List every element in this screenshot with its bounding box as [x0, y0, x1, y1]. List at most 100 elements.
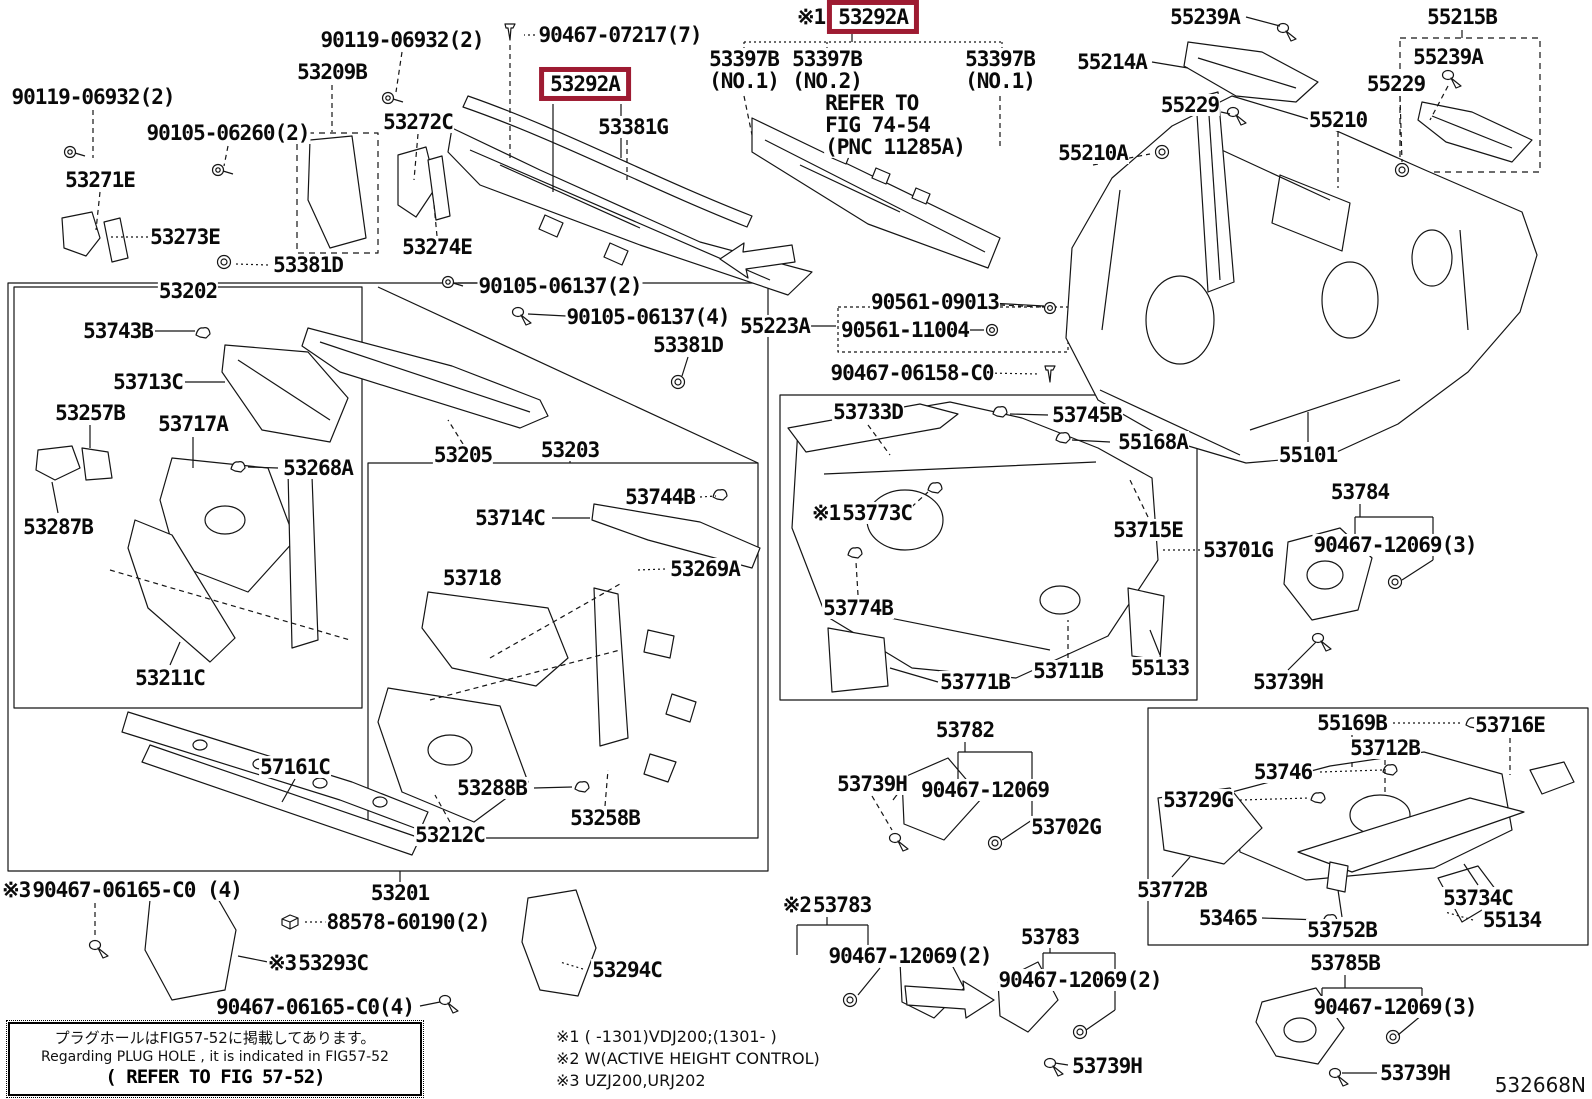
part-label-53205[interactable]: 53205 — [432, 442, 493, 467]
part-label-53209B[interactable]: 53209B — [296, 59, 368, 84]
part-label-57161C[interactable]: 57161C — [259, 754, 331, 779]
part-label-53717A[interactable]: 53717A — [157, 411, 229, 436]
part-label-90561-11004[interactable]: 90561-11004 — [839, 317, 970, 342]
part-label-55168A[interactable]: 55168A — [1117, 429, 1189, 454]
part-label-53744B[interactable]: 53744B — [624, 484, 696, 509]
part-label-53701G[interactable]: 53701G — [1202, 537, 1274, 562]
part-label-53734C[interactable]: 53734C — [1442, 885, 1514, 910]
part-label-53715E[interactable]: 53715E — [1112, 517, 1184, 542]
part-label-55215B[interactable]: 55215B — [1426, 4, 1498, 29]
part-label-90467-12069(2)[interactable]: 90467-12069(2) — [827, 943, 993, 968]
part-label-53465[interactable]: 53465 — [1197, 905, 1258, 930]
part-label-53381D[interactable]: 53381D — [272, 252, 344, 277]
part-label-53733D[interactable]: 53733D — [832, 399, 904, 424]
part-label-88578-60190(2)[interactable]: 88578-60190(2) — [325, 909, 491, 934]
part-label-53772B[interactable]: 53772B — [1136, 877, 1208, 902]
part-label-90467-12069[interactable]: 90467-12069 — [919, 777, 1050, 802]
part-label-90105-06137(4)[interactable]: 90105-06137(4) — [565, 304, 731, 329]
part-label-55239A[interactable]: 55239A — [1169, 4, 1241, 29]
note-line-jp: プラグホールはFIG57-52に掲載してあります。 — [54, 1028, 376, 1047]
part-label-53273E[interactable]: 53273E — [149, 224, 221, 249]
part-label-53739H[interactable]: 53739H — [1379, 1060, 1451, 1085]
part-label-55134[interactable]: 55134 — [1481, 907, 1542, 932]
part-label-53397B[interactable]: 53397B(NO.1) — [964, 46, 1036, 93]
part-label-53272C[interactable]: 53272C — [382, 109, 454, 134]
part-label-53269A[interactable]: 53269A — [669, 556, 741, 581]
part-label-53397B[interactable]: 53397B(NO.2) — [791, 46, 863, 93]
part-label-53784[interactable]: 53784 — [1329, 479, 1390, 504]
part-label-53712B[interactable]: 53712B — [1349, 735, 1421, 760]
part-label-55223A[interactable]: 55223A — [739, 313, 811, 338]
highlighted-part-label-53292A[interactable]: 53292A — [538, 66, 632, 102]
part-label-53739H[interactable]: 53739H — [1252, 669, 1324, 694]
part-label-53782[interactable]: 53782 — [934, 717, 995, 742]
part-label-53212C[interactable]: 53212C — [414, 822, 486, 847]
part-label-53714C[interactable]: 53714C — [474, 505, 546, 530]
part-label-53711B[interactable]: 53711B — [1032, 658, 1104, 683]
part-label-90119-06932(2)[interactable]: 90119-06932(2) — [319, 27, 485, 52]
part-label-90467-12069(3)[interactable]: 90467-12069(3) — [1312, 532, 1478, 557]
figure-code: 532668N — [1494, 1073, 1586, 1097]
part-label-55210A[interactable]: 55210A — [1057, 140, 1129, 165]
part-label-53397B[interactable]: 53397B(NO.1) — [708, 46, 780, 93]
part-label-55133[interactable]: 55133 — [1129, 655, 1190, 680]
part-label-53773C[interactable]: ※153773C — [810, 500, 914, 525]
part-label-53745B[interactable]: 53745B — [1051, 402, 1123, 427]
part-label-53201[interactable]: 53201 — [369, 880, 430, 905]
part-label-53752B[interactable]: 53752B — [1306, 917, 1378, 942]
part-label-90561-09013[interactable]: 90561-09013 — [869, 289, 1000, 314]
part-label-55101[interactable]: 55101 — [1277, 442, 1338, 467]
note-line-ref: ( REFER TO FIG 57-52) — [105, 1066, 325, 1089]
part-label-53746[interactable]: 53746 — [1252, 759, 1313, 784]
part-label-53268A[interactable]: 53268A — [282, 455, 354, 480]
part-label-53381G[interactable]: 53381G — [597, 114, 669, 139]
part-label-90105-06137(2)[interactable]: 90105-06137(2) — [477, 273, 643, 298]
part-label-90119-06932(2)[interactable]: 90119-06932(2) — [10, 84, 176, 109]
part-label-53718[interactable]: 53718 — [441, 565, 502, 590]
part-label-55214A[interactable]: 55214A — [1076, 49, 1148, 74]
part-label-53294C[interactable]: 53294C — [591, 957, 663, 982]
part-label-53211C[interactable]: 53211C — [134, 665, 206, 690]
part-label-55229[interactable]: 55229 — [1159, 92, 1220, 117]
part-label-53785B[interactable]: 53785B — [1309, 950, 1381, 975]
part-label-53293C[interactable]: ※353293C — [266, 950, 370, 975]
part-label-53716E[interactable]: 53716E — [1474, 712, 1546, 737]
part-label-90467-12069(3)[interactable]: 90467-12069(3) — [1312, 994, 1478, 1019]
part-label-90467-06165-C0(4)[interactable]: 90467-06165-C0(4) — [215, 994, 415, 1019]
part-label-90467-06165-C0 (4)[interactable]: ※390467-06165-C0 (4) — [1, 877, 243, 902]
part-label-53287B[interactable]: 53287B — [22, 514, 94, 539]
part-label-53288B[interactable]: 53288B — [456, 775, 528, 800]
part-label-90467-12069(2)[interactable]: 90467-12069(2) — [997, 967, 1163, 992]
part-label-53203[interactable]: 53203 — [539, 437, 600, 462]
part-label-53381D[interactable]: 53381D — [652, 332, 724, 357]
part-label-55229[interactable]: 55229 — [1365, 71, 1426, 96]
part-label-53258B[interactable]: 53258B — [569, 805, 641, 830]
part-label-53783[interactable]: ※253783 — [781, 892, 872, 917]
note-line-en: Regarding PLUG HOLE , it is indicated in… — [41, 1049, 389, 1066]
part-label-REFER TO[interactable]: REFER TOFIG 74-54(PNC 11285A) — [824, 90, 966, 160]
part-label-53743B[interactable]: 53743B — [82, 318, 154, 343]
part-label-53739H[interactable]: 53739H — [836, 771, 908, 796]
part-label-53783[interactable]: 53783 — [1019, 924, 1080, 949]
part-label-55239A[interactable]: 55239A — [1412, 44, 1484, 69]
part-label-53771B[interactable]: 53771B — [939, 669, 1011, 694]
part-label-90105-06260(2)[interactable]: 90105-06260(2) — [145, 120, 311, 145]
part-label-53271E[interactable]: 53271E — [64, 167, 136, 192]
part-label-53274E[interactable]: 53274E — [401, 234, 473, 259]
part-label-53713C[interactable]: 53713C — [112, 369, 184, 394]
part-label-90467-06158-C0[interactable]: 90467-06158-C0 — [829, 360, 995, 385]
part-label-90467-07217(7)[interactable]: 90467-07217(7) — [537, 22, 703, 47]
part-label-53202[interactable]: 53202 — [157, 278, 218, 303]
part-label-55210[interactable]: 55210 — [1307, 107, 1368, 132]
part-label-53729G[interactable]: 53729G — [1162, 787, 1234, 812]
arrow-right-icon — [905, 981, 994, 1018]
part-label-53702G[interactable]: 53702G — [1030, 814, 1102, 839]
part-label-55169B[interactable]: 55169B — [1316, 710, 1388, 735]
part-label-53257B[interactable]: 53257B — [54, 400, 126, 425]
arrow-left-icon — [720, 243, 795, 278]
part-label-53774B[interactable]: 53774B — [822, 595, 894, 620]
part-label-53739H[interactable]: 53739H — [1071, 1053, 1143, 1078]
footnote-marker: ※2 — [782, 892, 812, 917]
